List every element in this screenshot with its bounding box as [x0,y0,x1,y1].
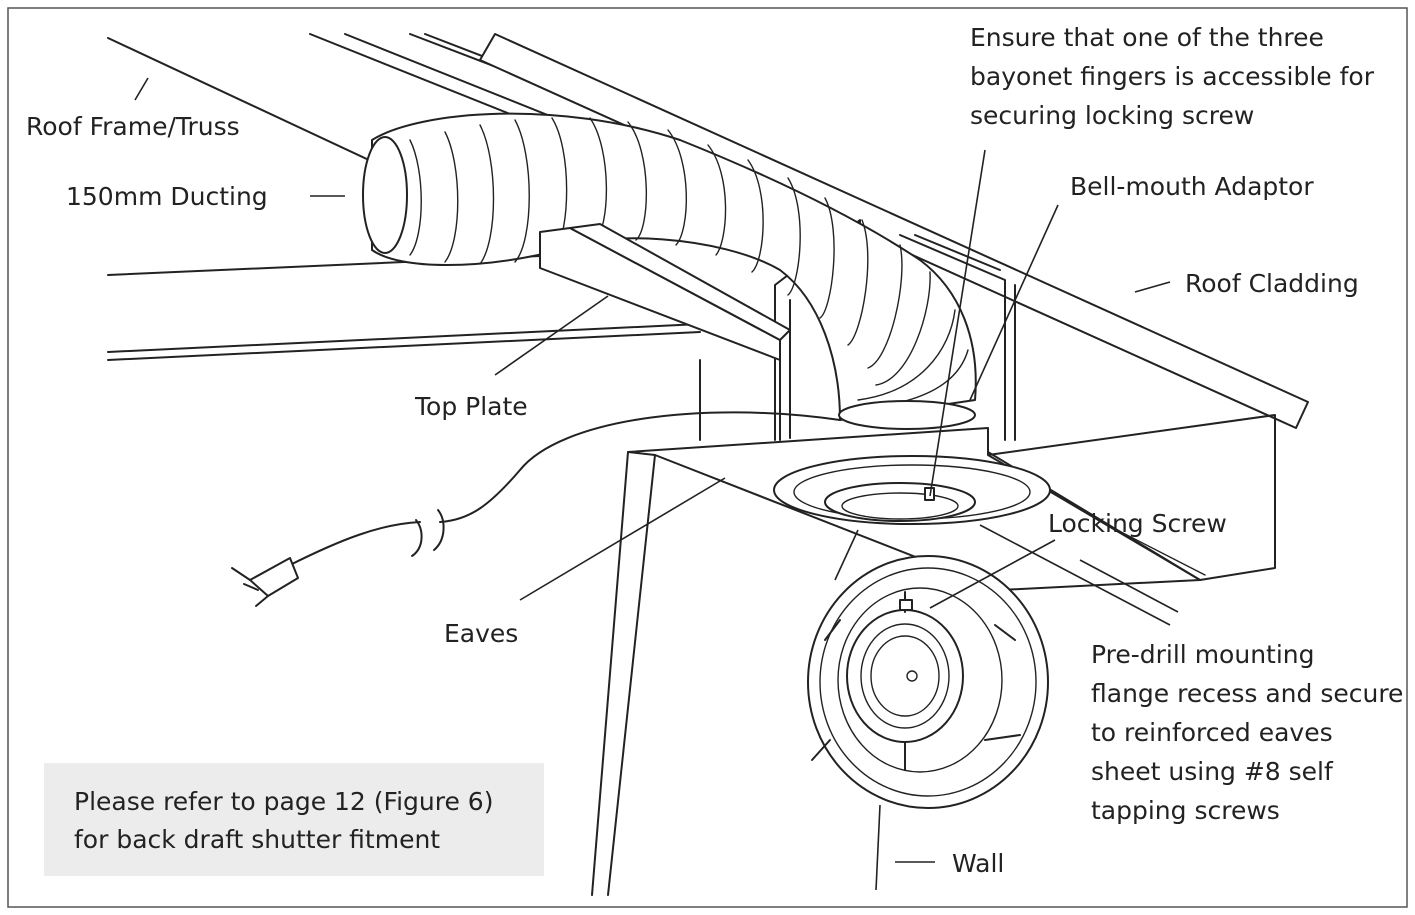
plug-icon [231,557,299,607]
label-locking-screw: Locking Screw [1048,509,1227,538]
label-ducting: 150mm Ducting [66,182,268,211]
label-top-plate: Top Plate [414,392,528,421]
label-predrill-line2: flange recess and secure [1091,679,1403,708]
label-bayonet-line3: securing locking screw [970,101,1254,130]
note-line1: Please refer to page 12 (Figure 6) [74,787,493,816]
label-bell-mouth: Bell-mouth Adaptor [1070,172,1314,201]
label-eaves: Eaves [444,619,518,648]
label-predrill-line5: tapping screws [1091,796,1280,825]
mounting-flange [773,455,1051,525]
top-plate [539,223,791,441]
power-cord [289,411,841,566]
leader-lines [134,77,1179,891]
label-predrill-line1: Pre-drill mounting [1091,640,1315,669]
label-predrill-line4: sheet using #8 self [1091,757,1334,786]
label-wall: Wall [952,849,1004,878]
label-bayonet-line1: Ensure that one of the three [970,23,1324,52]
label-predrill-line3: to reinforced eaves [1091,718,1333,747]
note-line2: for back draft shutter fitment [74,825,440,854]
label-roof-frame: Roof Frame/Truss [26,112,240,141]
note-box: Please refer to page 12 (Figure 6) for b… [44,763,544,876]
fan-unit [807,529,1049,809]
diagram-border [7,7,1408,908]
label-roof-cladding: Roof Cladding [1185,269,1359,298]
note-background [44,763,544,876]
label-bayonet-line2: bayonet fingers is accessible for [970,62,1375,91]
